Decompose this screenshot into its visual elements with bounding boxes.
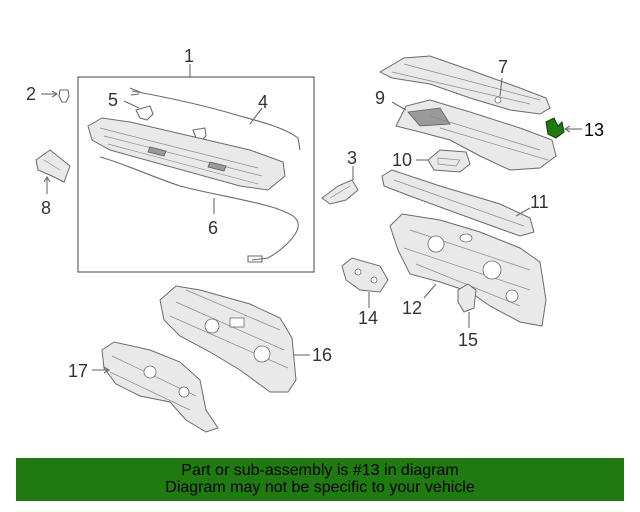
part-7-upper-cowl xyxy=(378,55,551,115)
callout-16[interactable]: 16 xyxy=(312,345,332,365)
callout-2[interactable]: 2 xyxy=(26,84,36,104)
callout-12[interactable]: 12 xyxy=(402,298,422,318)
callout-17[interactable]: 17 xyxy=(68,361,88,381)
callout-8[interactable]: 8 xyxy=(41,198,51,218)
leader-line-4 xyxy=(249,107,263,125)
leader-line-9 xyxy=(391,101,407,111)
part-2-clip xyxy=(58,89,70,103)
callout-3[interactable]: 3 xyxy=(347,148,357,168)
part-1-cowl-panel xyxy=(87,117,286,191)
callout-9[interactable]: 9 xyxy=(375,88,385,108)
callout-11[interactable]: 11 xyxy=(530,192,549,212)
part-6-hose xyxy=(99,156,299,261)
part-4-hose xyxy=(131,90,301,151)
leader-line-11 xyxy=(515,207,531,217)
part-15-bracket xyxy=(457,283,477,313)
part-14-bracket xyxy=(341,257,389,293)
callout-6[interactable]: 6 xyxy=(208,218,218,238)
callout-14[interactable]: 14 xyxy=(358,308,378,328)
leader-line-5 xyxy=(123,100,140,109)
callout-10[interactable]: 10 xyxy=(392,150,412,170)
part-16-insulator xyxy=(159,285,297,393)
callout-1[interactable]: 1 xyxy=(184,46,194,66)
callout-15[interactable]: 15 xyxy=(458,330,478,350)
banner-line-1: Part or sub-assembly is #13 in diagram xyxy=(181,462,459,479)
part-5-nozzle xyxy=(135,105,154,121)
part-10-seal xyxy=(427,149,471,173)
leader-line-7 xyxy=(499,77,503,97)
callout-5[interactable]: 5 xyxy=(108,90,118,110)
part-13-highlighted xyxy=(545,117,565,139)
leader-line-12 xyxy=(423,283,437,299)
callout-13[interactable]: 13 xyxy=(584,120,604,140)
callout-7[interactable]: 7 xyxy=(498,57,508,77)
highlight-banner: Part or sub-assembly is #13 in diagram D… xyxy=(16,458,624,501)
parts-diagram: 1 2 3 4 5 6 7 8 9 10 11 12 13 14 15 16 1… xyxy=(26,46,604,433)
banner-line-2: Diagram may not be specific to your vehi… xyxy=(165,479,475,496)
part-17-insulator xyxy=(101,341,219,433)
callout-4[interactable]: 4 xyxy=(258,92,268,112)
assembly-box xyxy=(77,76,315,273)
